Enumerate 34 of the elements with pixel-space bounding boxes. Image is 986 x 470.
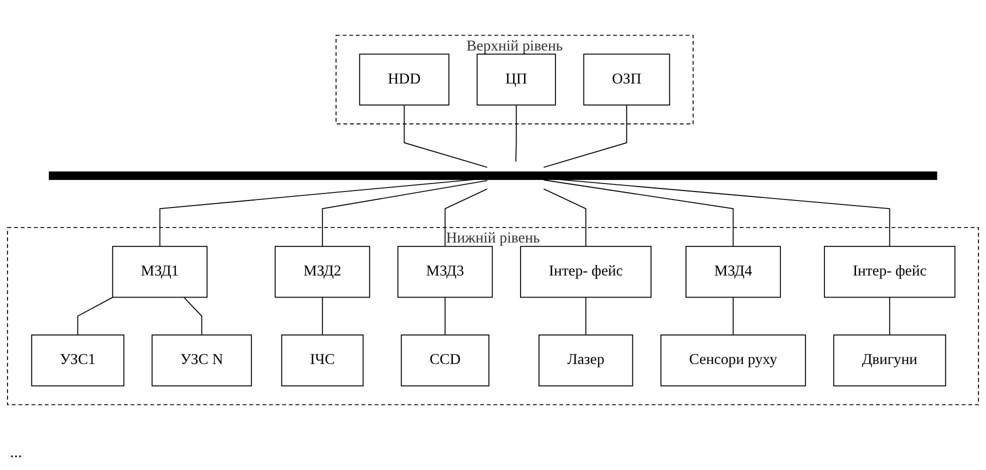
node-box: Сенсори руху (660, 334, 806, 386)
node-box: ОЗП (583, 54, 670, 106)
connector (322, 296, 323, 336)
connector (322, 180, 488, 247)
connector (183, 296, 202, 336)
connector (404, 104, 488, 168)
connector (543, 104, 628, 168)
connector (543, 178, 890, 247)
connector (732, 296, 734, 336)
connector (889, 296, 890, 336)
connector (77, 296, 114, 336)
node-box: МЗД1 (112, 246, 208, 298)
node-box: МЗД4 (686, 246, 781, 298)
node-box: HDD (359, 54, 450, 106)
node-box: ІЧС (281, 334, 364, 386)
node-box: Двигуни (833, 334, 946, 386)
connector (585, 296, 586, 336)
node-box: ЦП (476, 54, 556, 106)
node-box: Інтер- фейс (520, 246, 652, 298)
node-box: CCD (400, 334, 490, 386)
ellipsis-label: ... (10, 444, 22, 463)
connector (159, 178, 488, 247)
connector (444, 188, 488, 247)
node-box: Лазер (538, 334, 634, 386)
connector (515, 104, 517, 162)
connector (543, 188, 586, 247)
node-box: МЗД2 (274, 246, 370, 298)
connector (543, 180, 734, 247)
node-box: УЗС1 (31, 334, 124, 386)
connector (444, 296, 446, 336)
node-box: Інтер- фейс (824, 246, 956, 298)
node-box: УЗС N (152, 334, 252, 386)
node-box: МЗД3 (397, 246, 493, 298)
node-bar (48, 171, 938, 180)
